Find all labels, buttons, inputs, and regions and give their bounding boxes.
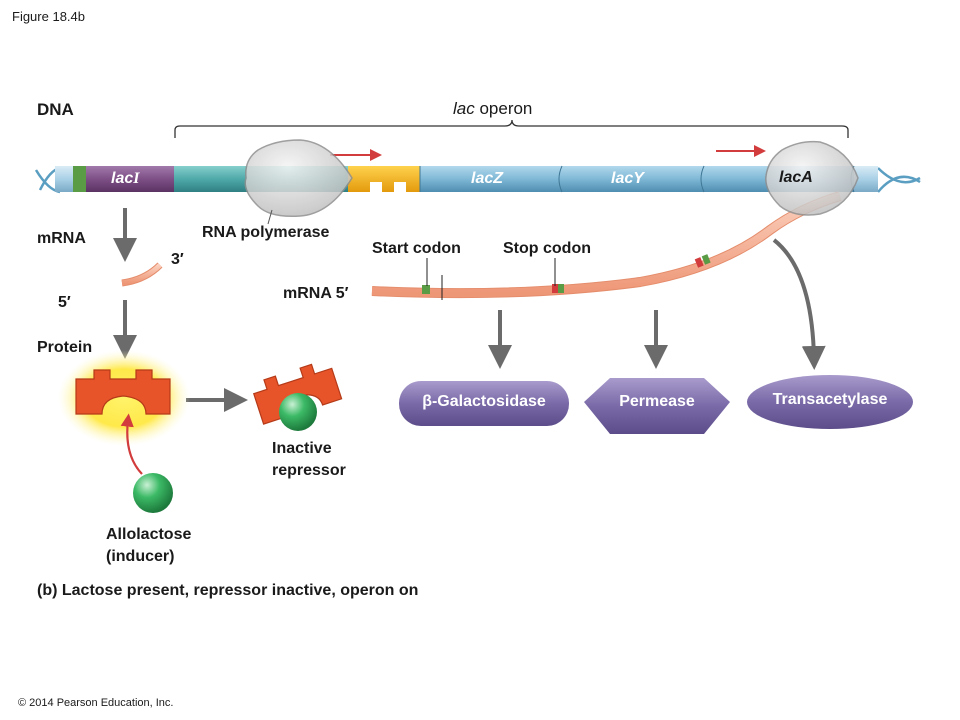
arrow-to-transacetylase <box>772 238 826 370</box>
operator-region <box>348 166 420 192</box>
figure-label: Figure 18.4b <box>12 9 85 24</box>
copyright: © 2014 Pearson Education, Inc. <box>18 697 174 709</box>
dna-strand <box>55 165 878 193</box>
beta-galactosidase-shape <box>399 381 569 426</box>
transacetylase-shape <box>747 375 913 429</box>
repressor-glow <box>58 350 190 446</box>
allolactose-molecule <box>133 473 173 513</box>
protein-label: Protein <box>37 339 93 356</box>
laca-label: lacA <box>779 169 813 186</box>
active-repressor <box>75 369 171 415</box>
dna-helix-right-end <box>877 167 921 193</box>
rna-polymerase-right-shape <box>765 140 859 216</box>
operon-label-italic: lac <box>453 99 475 118</box>
lacy-label: lacY <box>611 170 644 187</box>
allolactose-label-line2: (inducer) <box>106 548 175 565</box>
stop-codon-marker-green <box>558 284 564 293</box>
rna-polymerase-shape <box>244 139 353 218</box>
beta-galactosidase-label: β-Galactosidase <box>422 393 546 410</box>
transacetylase-label: Transacetylase <box>772 391 888 408</box>
stop-codon-marker-red <box>552 284 558 293</box>
operon-label-rest: operon <box>474 99 533 118</box>
laci-gene <box>86 166 174 192</box>
inactive-repressor-label-line1: Inactive <box>272 440 332 457</box>
mrna-five-prime-label: mRNA 5′ <box>283 285 349 302</box>
lacz-gene <box>420 166 562 192</box>
allolactose-label-line1: Allolactose <box>106 526 192 543</box>
mrna-left-label: mRNA <box>37 230 86 247</box>
lacz-label: lacZ <box>471 170 504 187</box>
figure-caption: (b) Lactose present, repressor inactive,… <box>37 582 419 599</box>
laci-label-prefix: lac <box>111 170 134 187</box>
permease-shape <box>584 378 730 434</box>
permease-label: Permease <box>619 393 695 410</box>
inactive-repressor-label-line2: repressor <box>272 462 346 479</box>
three-prime-label: 3′ <box>171 251 184 268</box>
five-prime-label: 5′ <box>58 294 71 311</box>
bound-inducer <box>279 393 317 431</box>
operon-label: lac operon <box>453 99 532 119</box>
operon-brace <box>174 119 849 138</box>
rna-polymerase-label: RNA polymerase <box>202 224 330 241</box>
start-codon-label: Start codon <box>372 240 461 257</box>
dna-label: DNA <box>37 100 74 119</box>
laci-label-suffix: I <box>133 170 140 187</box>
laci-label: lacI <box>111 170 139 188</box>
stop-codon-label: Stop codon <box>503 240 591 257</box>
inducer-arrow <box>120 413 143 475</box>
lacy-gene <box>562 166 704 192</box>
start-codon-marker <box>422 285 430 294</box>
